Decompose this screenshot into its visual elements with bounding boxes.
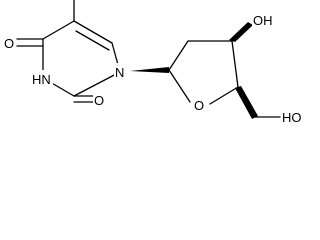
atom-hydroxyl-3prime: OH <box>253 13 273 28</box>
wedge-bond-c3p-oh <box>229 22 253 42</box>
atom-o2: O <box>94 93 104 108</box>
bond-c6-c5-double <box>75 30 110 51</box>
oh3-label-bg <box>252 12 276 28</box>
ring-o-label-bg <box>193 97 207 113</box>
atom-n3: HN <box>32 72 51 87</box>
atom-n1: N <box>115 65 124 80</box>
bond-c2-n1 <box>73 71 121 97</box>
bond-o4p-c1p <box>168 69 191 103</box>
n1-label-bg <box>114 63 126 79</box>
o4-label-bg <box>3 36 16 52</box>
atom-hydroxyl-5prime: HO <box>282 110 302 125</box>
bond-c5-c4 <box>42 20 75 40</box>
n3-label-bg <box>31 70 53 86</box>
atom-ring-oxygen: O <box>194 98 204 113</box>
oh5-label-bg <box>281 110 305 126</box>
wedge-bond-c4p-c5p <box>235 86 258 119</box>
molecule-diagram: N HN O O O OH HO <box>3 0 305 126</box>
bond-c1p-c2p <box>168 40 189 71</box>
bond-c3p-c4p <box>231 40 239 88</box>
wedge-bond-n1-c1prime <box>130 67 169 73</box>
bond-c4p-o4p <box>209 86 239 105</box>
structure-canvas: N HN O O O OH HO <box>3 0 305 126</box>
atom-o4: O <box>4 36 14 51</box>
bond-c6-c5 <box>73 20 113 44</box>
o2-label-bg <box>93 93 106 109</box>
